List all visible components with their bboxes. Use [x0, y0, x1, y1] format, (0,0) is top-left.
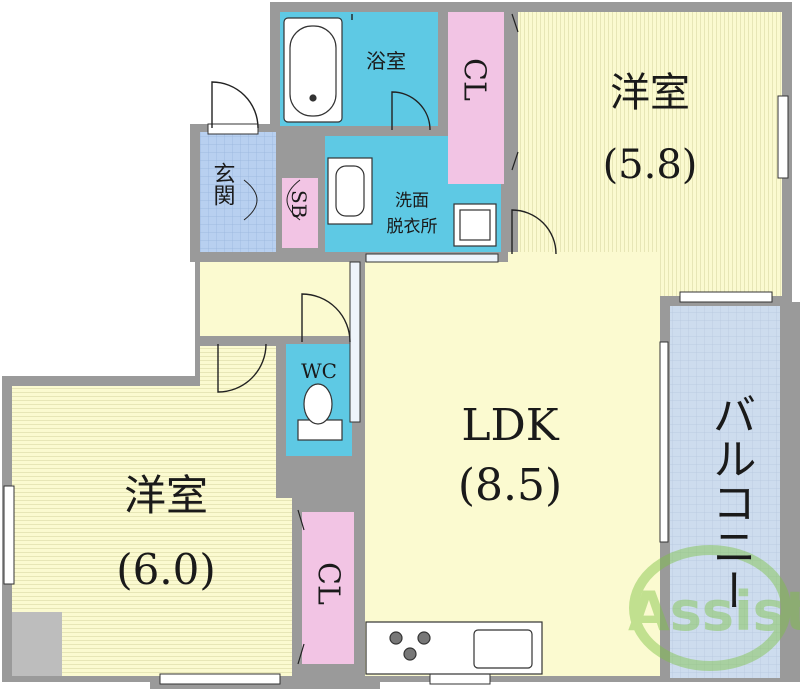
windows — [3, 95, 789, 685]
room-label-closet-b: CL — [311, 562, 346, 605]
svg-text:洋室: 洋室 — [610, 70, 690, 116]
balcony — [670, 306, 780, 678]
closet-a — [448, 12, 504, 184]
assist-logo: Assist — [628, 545, 800, 671]
room-label-closet-a: CL — [457, 58, 492, 101]
room-label-shoebox: SB — [287, 190, 311, 218]
western-room-a — [518, 12, 782, 296]
western-room-b — [12, 346, 292, 676]
room-label-ldk: LDK (8.5) — [458, 400, 562, 511]
toilet-icon — [297, 383, 343, 441]
svg-text:洋室: 洋室 — [124, 471, 208, 520]
hallway — [200, 262, 354, 336]
room-label-western-b: 洋室 (6.0) — [116, 471, 216, 594]
closet-b — [302, 512, 354, 664]
room-label-entrance: 玄関 — [210, 162, 235, 206]
room-label-toilet: WC — [301, 359, 337, 383]
room-label-balcony: バルコニー — [705, 392, 756, 612]
svg-text:(5.8): (5.8) — [603, 142, 698, 188]
shoebox — [282, 178, 318, 248]
room-label-bath: 浴室 — [366, 49, 406, 73]
ldk-room — [365, 252, 660, 676]
sink-icon — [327, 157, 373, 225]
room-label-western-a: 洋室 (5.8) — [603, 70, 698, 188]
room-label-washroom-2: 脱衣所 — [387, 217, 438, 237]
entrance — [200, 132, 276, 252]
room-label-washroom: 洗面 — [395, 191, 429, 211]
svg-text:(6.0): (6.0) — [116, 545, 216, 594]
doors — [211, 13, 557, 665]
bathtub-icon — [283, 17, 343, 123]
svg-text:LDK: LDK — [461, 400, 559, 451]
svg-text:Assist: Assist — [628, 580, 800, 643]
kitchen-counter — [365, 621, 543, 675]
washing-machine-icon — [453, 203, 497, 247]
svg-text:(8.5): (8.5) — [458, 460, 562, 511]
